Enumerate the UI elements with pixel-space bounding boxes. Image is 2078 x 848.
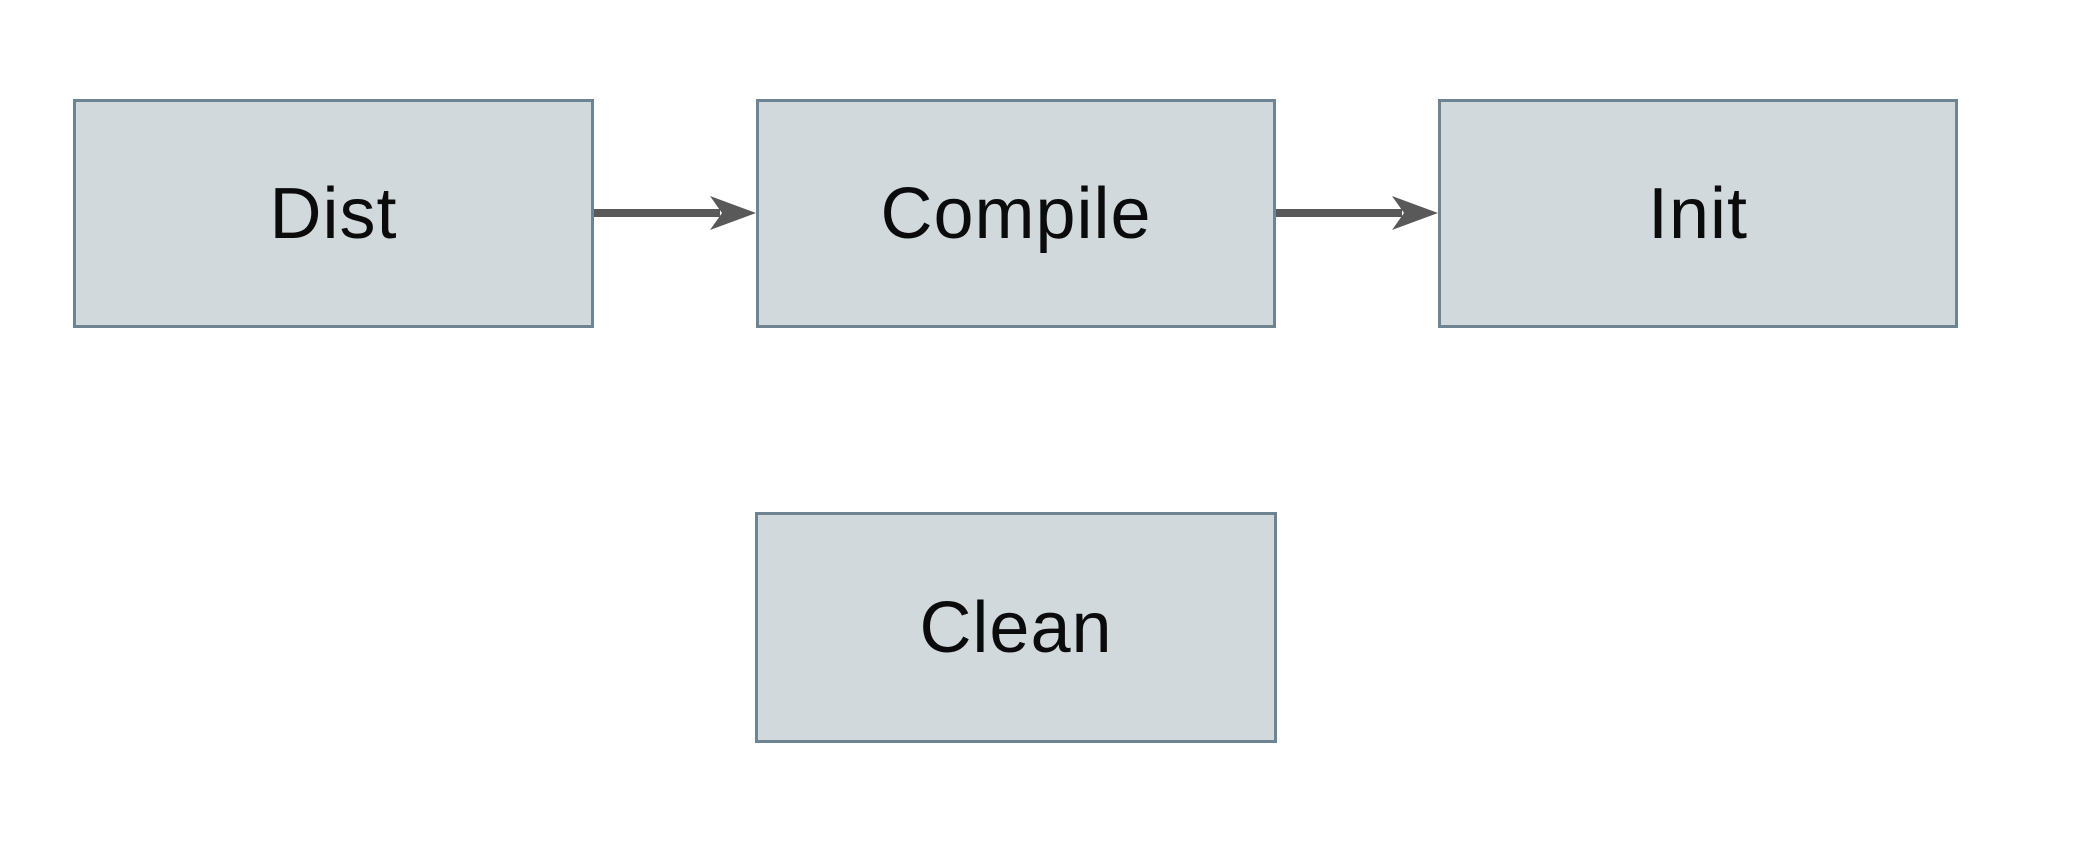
arrow-dist-to-compile-icon	[594, 196, 756, 230]
node-compile-label: Compile	[880, 173, 1152, 254]
node-dist: Dist	[73, 99, 594, 328]
node-clean-label: Clean	[919, 587, 1113, 668]
node-dist-label: Dist	[269, 173, 398, 254]
node-clean: Clean	[755, 512, 1277, 743]
node-init: Init	[1438, 99, 1958, 328]
node-init-label: Init	[1647, 173, 1749, 254]
node-compile: Compile	[756, 99, 1276, 328]
arrow-compile-to-init-icon	[1276, 196, 1438, 230]
